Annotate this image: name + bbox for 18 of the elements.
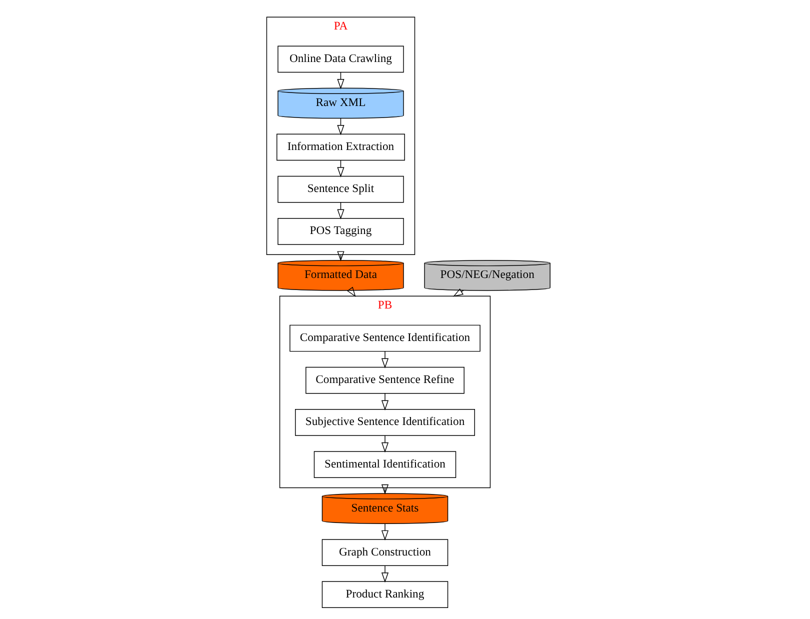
- node-box: Sentence Split: [277, 176, 404, 203]
- node-box: Graph Construction: [321, 539, 448, 566]
- node-box: Comparative Sentence Identification: [289, 324, 480, 352]
- node-box: Product Ranking: [321, 581, 448, 608]
- arrow: [346, 286, 356, 298]
- node-box: POS Tagging: [277, 218, 404, 245]
- arrow: [380, 351, 388, 368]
- node-box: Comparative Sentence Refine: [305, 366, 464, 394]
- node-box: Sentimental Identification: [313, 451, 456, 478]
- arrow: [380, 435, 388, 453]
- arrow: [380, 484, 388, 494]
- arrow: [380, 565, 388, 583]
- arrow: [452, 288, 464, 297]
- node-box: Subjective Sentence Identification: [294, 409, 474, 436]
- arrow: [380, 393, 388, 410]
- node-box: Online Data Crawling: [277, 46, 404, 73]
- node-box: Information Extraction: [276, 134, 404, 161]
- arrow: [380, 523, 388, 540]
